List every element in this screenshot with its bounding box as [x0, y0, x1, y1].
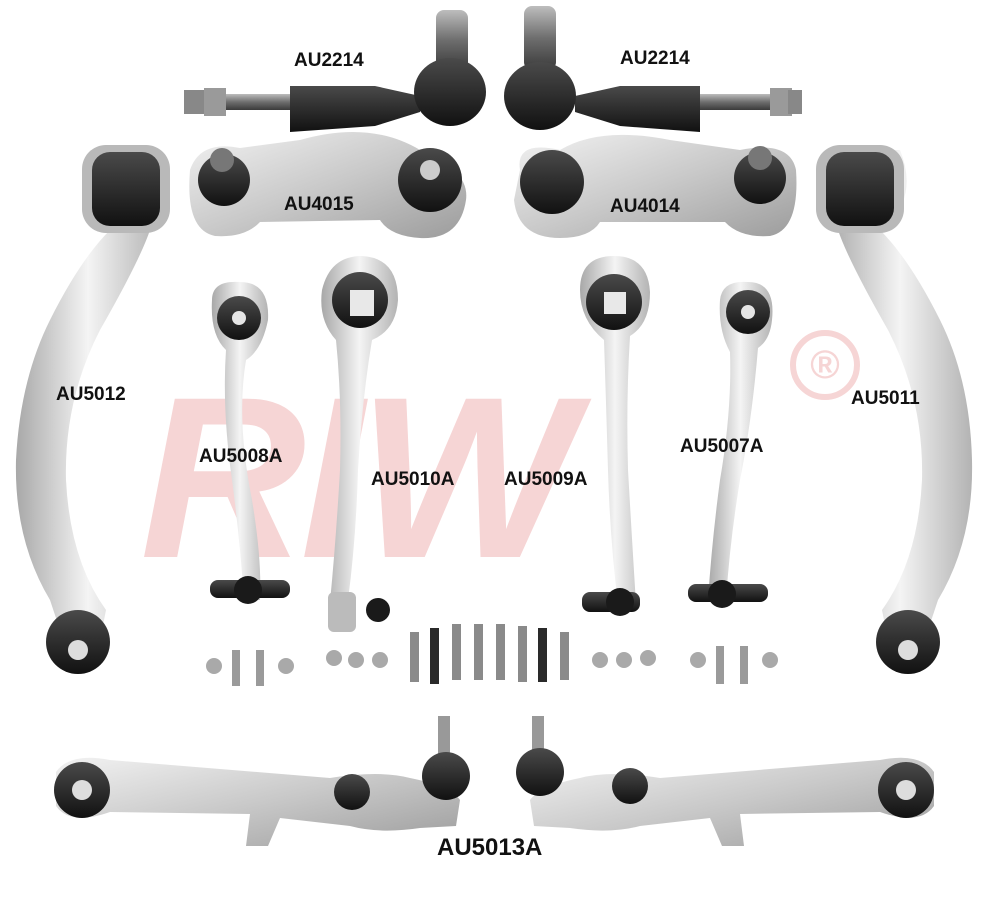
arm-a9-part	[580, 256, 650, 616]
arm-a10-part	[321, 256, 398, 632]
part-label-arm-a7: AU5007A	[680, 436, 764, 457]
arm-a7-part	[688, 281, 773, 608]
part-label-link-right: AU4014	[610, 196, 680, 217]
part-label-lower-arms: AU5013A	[437, 834, 543, 861]
arm-a8-part	[210, 281, 290, 604]
part-label-arm-a9: AU5009A	[504, 469, 588, 490]
part-label-arm-a8: AU5008A	[199, 446, 283, 467]
part-label-tie-rod-right: AU2214	[620, 48, 690, 69]
part-label-arm-a10: AU5010A	[371, 469, 455, 490]
hardware-bolts-nuts	[206, 624, 778, 686]
part-label-upper-arm-left: AU5012	[56, 384, 126, 405]
upper-arm-left-part	[15, 145, 170, 674]
tie-rod-right-part	[504, 6, 802, 132]
link-right-part	[514, 134, 797, 238]
tie-rod-left-part	[184, 10, 486, 132]
link-left-part	[189, 132, 467, 239]
part-label-tie-rod-left: AU2214	[294, 50, 364, 71]
part-label-link-left: AU4015	[284, 194, 354, 215]
registered-mark-icon: ®	[790, 330, 860, 400]
lower-arm-left-part	[54, 716, 470, 846]
part-label-upper-arm-right: AU5011	[851, 388, 920, 409]
lower-arm-right-part	[516, 716, 934, 846]
upper-arm-right-part	[816, 145, 973, 674]
